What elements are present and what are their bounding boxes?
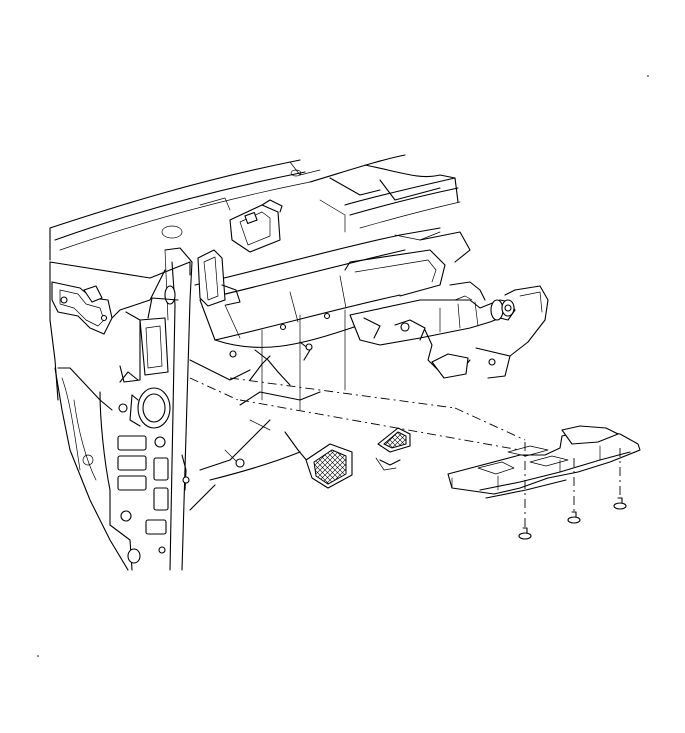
fastener-3 [613,448,627,510]
brake-pedal [284,431,353,489]
fastener-2 [567,458,581,524]
floor-area [189,309,346,511]
steering-column-shaft [349,281,549,379]
hinge-pillar [49,247,193,571]
pillar-bracket [197,249,241,358]
stray-dot [647,75,649,77]
fastener-1 [518,442,532,540]
accelerator-pedal [375,427,411,471]
knee-bolster-panel [447,425,641,499]
windshield-cowl [49,154,461,261]
exploded-leader [189,377,526,451]
cowl-bracket [229,199,283,253]
stray-dot [37,655,39,657]
